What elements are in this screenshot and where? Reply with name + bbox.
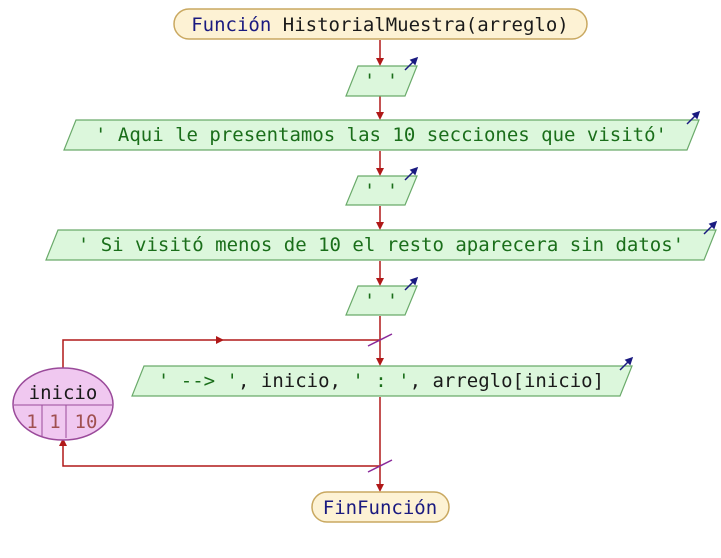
output-text-4: ' Si visitó menos de 10 el resto aparece… <box>78 234 684 256</box>
flow-connectors <box>59 40 384 492</box>
loop-variable: inicio <box>29 382 98 404</box>
output-arrow-icon <box>404 276 419 291</box>
loop-body-part-4: , arreglo[inicio] <box>410 370 604 392</box>
output-shape-4 <box>45 229 717 261</box>
output-arrow-icon <box>686 110 701 125</box>
function-end-terminal: FinFunción <box>311 491 450 523</box>
output-block-4: ' Si visitó menos de 10 el resto aparece… <box>45 220 718 261</box>
loop-body-part-2: , inicio, <box>238 370 352 392</box>
loop-ellipse-shape <box>12 367 114 441</box>
output-arrow-icon <box>404 56 419 71</box>
loop-body-output: ' --> ', inicio, ' : ', arreglo[inicio] <box>131 356 634 397</box>
output-shape-2 <box>63 119 700 151</box>
loop-entry-path <box>62 336 224 368</box>
loop-body-text: ' --> ', inicio, ' : ', arreglo[inicio] <box>158 370 604 392</box>
output-arrow-icon <box>703 220 718 235</box>
loop-start-value: 1 <box>26 411 37 433</box>
output-shape-3 <box>345 175 418 206</box>
output-text-2: ' Aqui le presentamos las 10 secciones q… <box>95 124 667 146</box>
output-text-1: ' ' <box>364 70 398 92</box>
loop-end-value: 10 <box>75 411 98 433</box>
output-shape-1 <box>345 65 418 97</box>
output-block-5: ' ' <box>345 276 419 316</box>
terminal-end-shape <box>311 491 450 523</box>
loop-tick-bottom <box>367 459 393 473</box>
output-text-3: ' ' <box>364 180 398 202</box>
loop-step-value: 1 <box>49 411 60 433</box>
function-signature: HistorialMuestra(arreglo) <box>283 14 569 36</box>
function-end-text: FinFunción <box>323 497 437 519</box>
for-loop-node: inicio 1 1 10 <box>12 367 114 441</box>
terminal-start-shape <box>173 8 588 40</box>
output-text-5: ' ' <box>364 290 398 312</box>
output-shape-5 <box>345 285 418 316</box>
output-arrow-icon <box>619 356 634 371</box>
output-arrow-icon <box>404 166 419 181</box>
function-header-text: Función HistorialMuestra(arreglo) <box>191 14 569 36</box>
output-block-2: ' Aqui le presentamos las 10 secciones q… <box>63 110 701 151</box>
function-header-terminal: Función HistorialMuestra(arreglo) <box>173 8 588 40</box>
function-keyword: Función <box>191 14 271 36</box>
loop-body-shape <box>131 365 633 397</box>
loop-body-part-1: ' --> ' <box>158 370 238 392</box>
output-block-1: ' ' <box>345 56 419 97</box>
output-block-3: ' ' <box>345 166 419 206</box>
loop-body-part-3: ' : ' <box>352 370 409 392</box>
loop-return-path <box>59 438 380 467</box>
loop-tick-top <box>367 333 393 347</box>
